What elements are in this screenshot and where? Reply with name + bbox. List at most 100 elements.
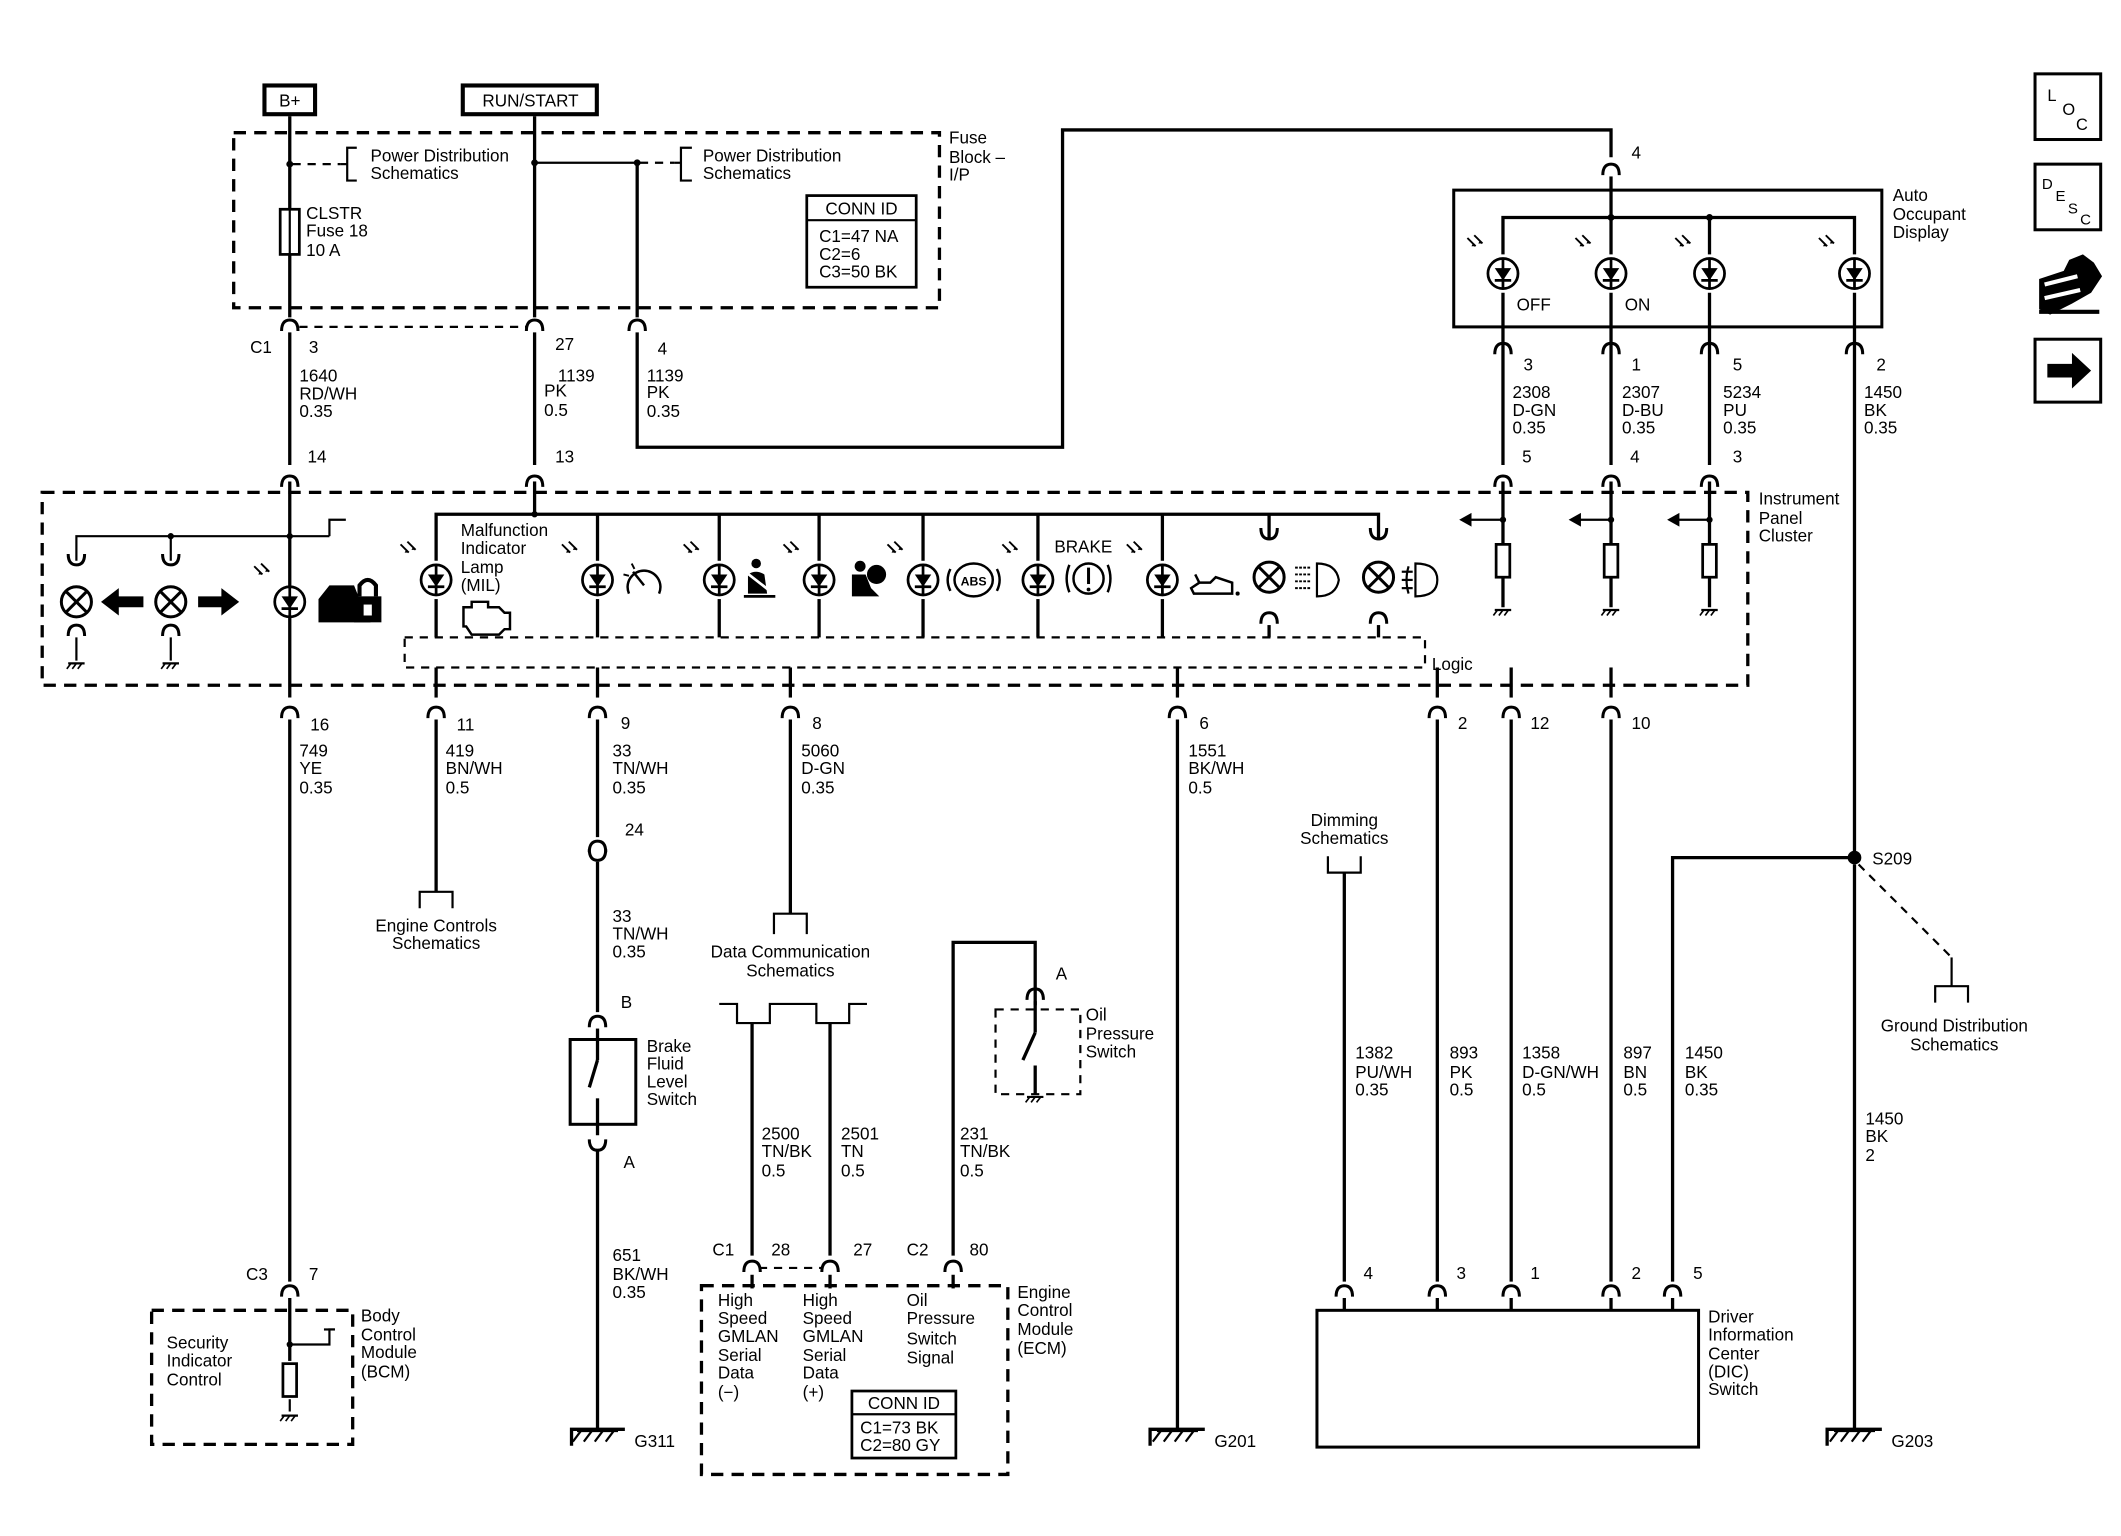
wire-1358-3: 0.5 — [1522, 1081, 1546, 1100]
wire-1551-1: 1551 — [1188, 741, 1226, 760]
logic-box — [403, 636, 1427, 669]
right-arrow-icon — [198, 588, 240, 616]
wire-33b-2: TN/WH — [613, 925, 669, 944]
oil-switch-title-1: Oil — [1086, 1005, 1107, 1024]
aod-title-2: Occupant — [1893, 205, 1966, 224]
engine-controls-ref[interactable]: Engine Controls Schematics — [375, 890, 497, 953]
wire-1382-3: 0.35 — [1355, 1081, 1388, 1100]
b-plus-label: B+ — [279, 92, 300, 111]
brake-switch-title-2: Fluid — [647, 1055, 684, 1074]
pin-4: 4 — [658, 339, 668, 358]
wire-2307-2: D-BU — [1622, 401, 1664, 420]
ipc-pin-10: 10 — [1632, 714, 1651, 733]
ipc-pin-4: 4 — [1630, 447, 1640, 466]
ecm-col2-5: Data — [803, 1364, 840, 1383]
ecm-col3-3: Switch — [907, 1330, 957, 1349]
fuse-block: Power Distribution Schematics Power Dist… — [232, 116, 1006, 318]
ecm-col2-1: High — [803, 1291, 838, 1310]
aod-title-1: Auto — [1893, 186, 1928, 205]
brake-label: BRAKE — [1054, 538, 1112, 557]
desc-button[interactable]: D E S C — [2033, 162, 2103, 232]
led-icon — [1594, 257, 1628, 290]
ipc-pin-3: 3 — [1733, 447, 1743, 466]
ground-icon — [1151, 1429, 1200, 1444]
ecm-conn-id-2: C2=80 GY — [860, 1436, 941, 1455]
ipc-pin-16: 16 — [310, 715, 329, 734]
dimming-2[interactable]: Schematics — [1300, 829, 1388, 848]
wire-2308-2: D-GN — [1513, 401, 1557, 420]
wire-1358-2: D-GN/WH — [1522, 1063, 1599, 1082]
aod-pin-1: 1 — [1632, 356, 1642, 375]
ipc-title-2: Panel — [1759, 509, 1803, 528]
aod-pin-4: 4 — [1632, 144, 1642, 163]
loc-button[interactable]: L O C — [2033, 72, 2103, 142]
wire-1450c-2: BK — [1865, 1127, 1888, 1146]
ipc-pin-12: 12 — [1530, 714, 1549, 733]
engine-icon — [462, 600, 512, 636]
wire-2308-1: 2308 — [1513, 383, 1551, 402]
security-led-icon — [273, 585, 307, 619]
wire-5060-1: 5060 — [801, 741, 839, 760]
led-icon — [702, 563, 736, 597]
resistor-icon — [1602, 543, 1620, 579]
ecm-col1-3: GMLAN — [718, 1327, 779, 1346]
wire-419-2: BN/WH — [446, 759, 503, 778]
wire-33b-1: 33 — [613, 907, 632, 926]
airbag-icon — [851, 560, 887, 597]
engine-control-module: 2500 TN/BK 0.5 2501 TN 0.5 231 TN/BK 0.5… — [699, 940, 1073, 1477]
ecm-title-1: Engine — [1017, 1283, 1070, 1302]
fuse-conn-id-1: C1=47 NA — [819, 227, 899, 246]
wire-749-1: 749 — [299, 741, 328, 760]
power-dist-right-1: Power Distribution — [703, 146, 842, 165]
wire-1450a-1: 1450 — [1864, 383, 1902, 402]
wire-1139a-num: 1139 — [558, 367, 595, 386]
wire-419-3: 0.5 — [446, 778, 470, 797]
fuse-conn-id-box — [805, 194, 918, 289]
input-arrow-icon — [1667, 512, 1680, 527]
dimming-ref[interactable]: Dimming Schematics — [1300, 811, 1388, 874]
wire-1450b-3: 0.35 — [1685, 1081, 1718, 1100]
ground-dist-1[interactable]: Ground Distribution — [1881, 1016, 2028, 1035]
data-comm-2[interactable]: Schematics — [746, 962, 834, 981]
ipc-title-3: Cluster — [1759, 527, 1813, 546]
ecm-col1-6: (−) — [718, 1383, 739, 1402]
oil-pressure-switch: A Oil Pressure Switch — [994, 964, 1154, 1104]
ecm-conn-id-box — [850, 1389, 958, 1460]
run-start-label: RUN/START — [482, 92, 579, 111]
engine-controls-2[interactable]: Schematics — [392, 934, 480, 953]
fuse-label-3: 10 A — [306, 241, 341, 260]
data-comm-1[interactable]: Data Communication — [711, 942, 870, 961]
fog-lamp-lamp-icon — [1361, 560, 1396, 594]
ecm-conn-id-title: CONN ID — [868, 1394, 940, 1413]
resistor-icon — [1701, 543, 1718, 579]
wire-651-2: BK/WH — [613, 1265, 669, 1284]
pin-27: 27 — [555, 335, 574, 354]
bcm-title-4: (BCM) — [361, 1362, 410, 1381]
oil-switch-title-2: Pressure — [1086, 1025, 1154, 1044]
wire-749-3: 0.35 — [299, 778, 332, 797]
resistor-icon — [1494, 543, 1512, 579]
desc-s: S — [2068, 200, 2078, 217]
wire-1382-1: 1382 — [1355, 1044, 1393, 1063]
diagnostic-tools-button[interactable] — [2039, 254, 2103, 315]
ecm-col1-4: Serial — [718, 1346, 762, 1365]
engine-controls-1[interactable]: Engine Controls — [375, 916, 497, 935]
next-page-button[interactable] — [2033, 337, 2103, 404]
wire-2500-2: TN/BK — [762, 1142, 813, 1161]
dic-pin-3: 3 — [1456, 1264, 1466, 1283]
security-icon — [318, 577, 382, 623]
led-icon — [1486, 257, 1520, 290]
ipc-pin-5: 5 — [1522, 447, 1532, 466]
fuse-conn-id-title: CONN ID — [825, 200, 897, 219]
ground-dist-2[interactable]: Schematics — [1910, 1035, 1998, 1054]
loc-o: O — [2062, 101, 2075, 119]
input-arrow-icon — [1459, 512, 1472, 527]
bcm-title-3: Module — [361, 1343, 417, 1362]
data-communication-ref[interactable]: Data Communication Schematics — [711, 912, 870, 1025]
abs-label: ABS — [961, 574, 987, 588]
run-start-source: RUN/START — [460, 83, 599, 117]
dimming-1[interactable]: Dimming — [1311, 811, 1378, 830]
mil-label-3: Lamp — [461, 558, 504, 577]
top-wires: C1 3 27 4 1640 RD/WH 0.35 1139 PK 0.5 11… — [250, 128, 1642, 489]
